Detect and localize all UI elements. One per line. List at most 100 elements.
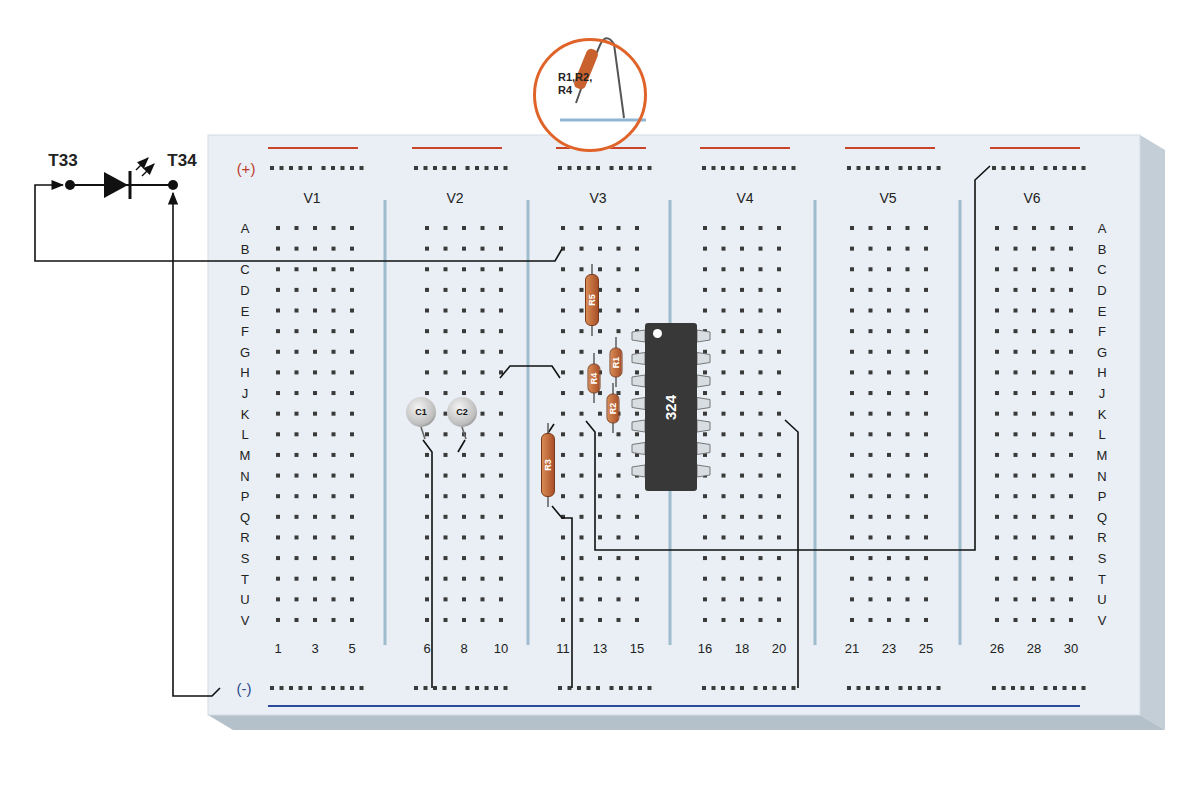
ic-pin	[632, 375, 645, 387]
hole	[444, 350, 448, 354]
hole	[703, 494, 707, 498]
resistor-symbol: R1	[610, 347, 623, 377]
hole	[1014, 494, 1018, 498]
hole	[869, 247, 873, 251]
ic-pin	[697, 398, 710, 410]
hole	[740, 556, 744, 560]
hole	[722, 329, 726, 333]
hole	[580, 329, 584, 333]
hole	[444, 556, 448, 560]
row-letter: R	[1097, 531, 1106, 544]
hole	[444, 226, 448, 230]
hole	[332, 267, 336, 271]
hole	[499, 453, 503, 457]
hole	[350, 535, 354, 539]
hole	[580, 474, 584, 478]
column-number: 6	[423, 642, 430, 655]
hole	[462, 309, 466, 313]
row-letter: N	[240, 469, 249, 482]
hole	[722, 474, 726, 478]
hole	[276, 226, 280, 230]
led-symbol	[65, 158, 178, 199]
hole	[1014, 556, 1018, 560]
hole	[850, 309, 854, 313]
hole	[485, 166, 489, 170]
hole	[703, 412, 707, 416]
hole	[313, 370, 317, 374]
row-letter: T	[1098, 572, 1106, 585]
hole	[759, 618, 763, 622]
hole	[499, 288, 503, 292]
hole	[481, 515, 485, 519]
hole	[777, 577, 781, 581]
hole	[295, 350, 299, 354]
hole	[1069, 370, 1073, 374]
hole	[1069, 453, 1073, 457]
row-letter: R	[240, 531, 249, 544]
hole	[740, 350, 744, 354]
hole	[433, 166, 437, 170]
ic-pin	[697, 330, 710, 342]
hole	[1082, 686, 1086, 690]
hole	[777, 474, 781, 478]
hole	[869, 494, 873, 498]
hole	[499, 577, 503, 581]
row-letter: K	[241, 407, 250, 420]
hole	[561, 597, 565, 601]
hole	[995, 247, 999, 251]
hole	[887, 597, 891, 601]
hole	[995, 597, 999, 601]
hole	[444, 597, 448, 601]
hole	[481, 370, 485, 374]
group-label: V5	[879, 191, 896, 205]
hole	[850, 618, 854, 622]
hole	[777, 515, 781, 519]
hole	[322, 166, 326, 170]
hole	[295, 329, 299, 333]
hole	[638, 166, 642, 170]
hole	[887, 577, 891, 581]
hole	[332, 350, 336, 354]
hole	[332, 474, 336, 478]
hole	[777, 535, 781, 539]
hole	[759, 453, 763, 457]
hole	[777, 267, 781, 271]
resistor-symbol: R3	[541, 433, 555, 497]
hole	[481, 494, 485, 498]
hole	[869, 370, 873, 374]
hole	[462, 556, 466, 560]
hole	[759, 329, 763, 333]
hole	[462, 453, 466, 457]
hole	[360, 686, 364, 690]
hole	[481, 535, 485, 539]
component-lead	[421, 427, 425, 439]
row-letter: L	[241, 428, 248, 441]
hole	[995, 288, 999, 292]
hole	[481, 412, 485, 416]
hole	[924, 474, 928, 478]
hole	[906, 618, 910, 622]
hole	[462, 370, 466, 374]
hole	[425, 618, 429, 622]
hole	[1051, 267, 1055, 271]
hole	[425, 267, 429, 271]
hole	[598, 515, 602, 519]
column-number: 30	[1064, 642, 1078, 655]
hole	[313, 577, 317, 581]
hole	[444, 474, 448, 478]
hole	[1032, 350, 1036, 354]
hole	[481, 329, 485, 333]
hole	[580, 226, 584, 230]
hole	[924, 432, 928, 436]
hole	[1051, 432, 1055, 436]
hole	[561, 494, 565, 498]
row-letter: P	[1098, 490, 1107, 503]
hole	[722, 391, 726, 395]
column-number: 5	[348, 642, 355, 655]
hole	[444, 267, 448, 271]
hole	[561, 412, 565, 416]
hole	[703, 556, 707, 560]
hole	[924, 226, 928, 230]
hole	[924, 577, 928, 581]
hole	[462, 391, 466, 395]
